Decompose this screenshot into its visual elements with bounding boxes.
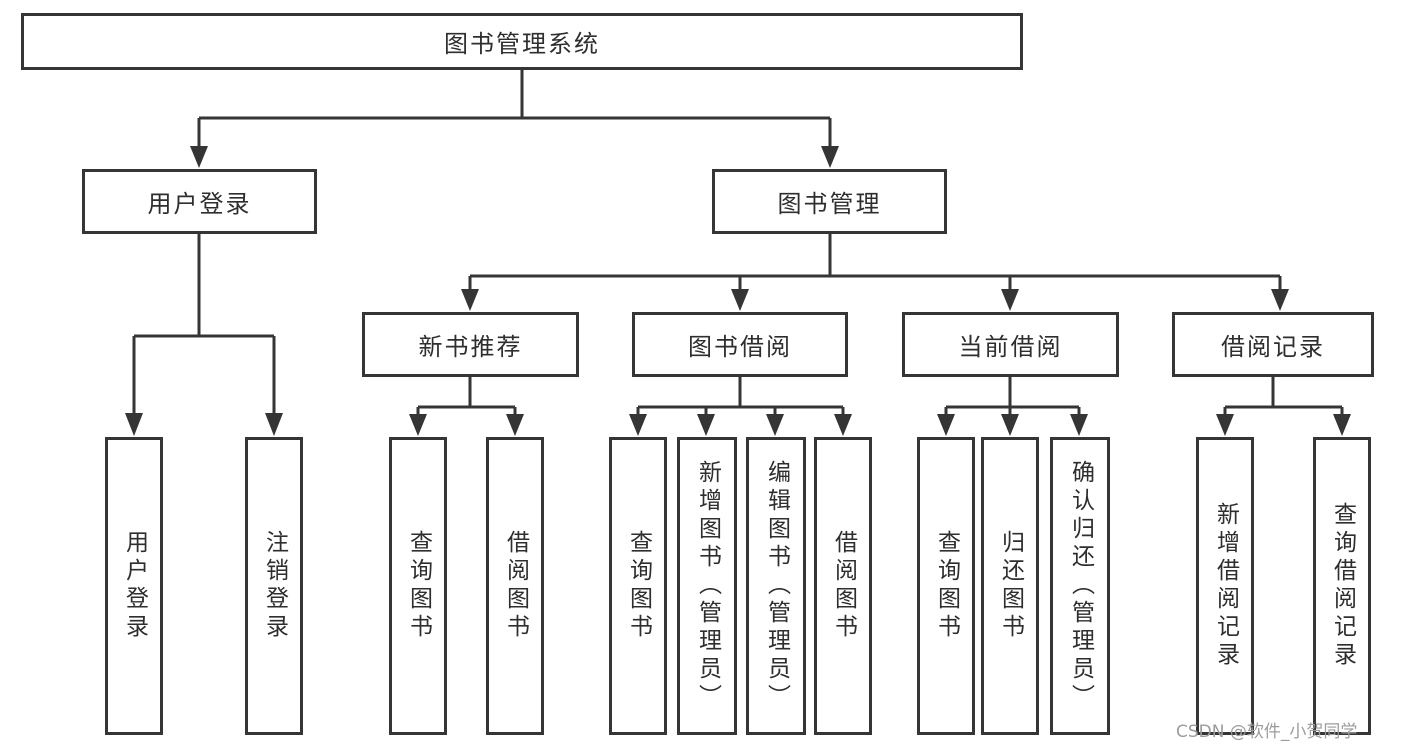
node-borrowing-records: 借阅记录 (1172, 312, 1374, 377)
node-current-borrowing: 当前借阅 (902, 312, 1119, 377)
node-user-login-group: 用户登录 (82, 169, 317, 234)
leaf-borrow-books-recommend: 借阅图书 (486, 437, 544, 735)
leaf-edit-books-admin: 编辑图书（管理员） (746, 437, 806, 735)
leaf-confirm-return-admin: 确认归还（管理员） (1050, 437, 1110, 735)
node-library-management-system: 图书管理系统 (21, 13, 1023, 70)
arrowheads (125, 146, 1351, 436)
node-book-management: 图书管理 (712, 169, 947, 234)
leaf-return-books: 归还图书 (981, 437, 1039, 735)
leaf-query-books-recommend: 查询图书 (389, 437, 447, 735)
leaf-logout: 注销登录 (245, 437, 303, 735)
leaf-borrow-books-borrowing: 借阅图书 (814, 437, 872, 735)
node-book-borrowing: 图书借阅 (632, 312, 848, 377)
leaf-add-borrow-record: 新增借阅记录 (1196, 437, 1254, 735)
leaf-query-books-borrowing: 查询图书 (609, 437, 667, 735)
leaf-add-books-admin: 新增图书（管理员） (677, 437, 737, 735)
leaf-query-borrow-record: 查询借阅记录 (1313, 437, 1371, 735)
leaf-query-books-current: 查询图书 (917, 437, 975, 735)
node-new-book-recommendation: 新书推荐 (362, 312, 579, 377)
leaf-user-login: 用户登录 (105, 437, 163, 735)
csdn-watermark: CSDN @软件_小贺同学 (1176, 722, 1358, 742)
